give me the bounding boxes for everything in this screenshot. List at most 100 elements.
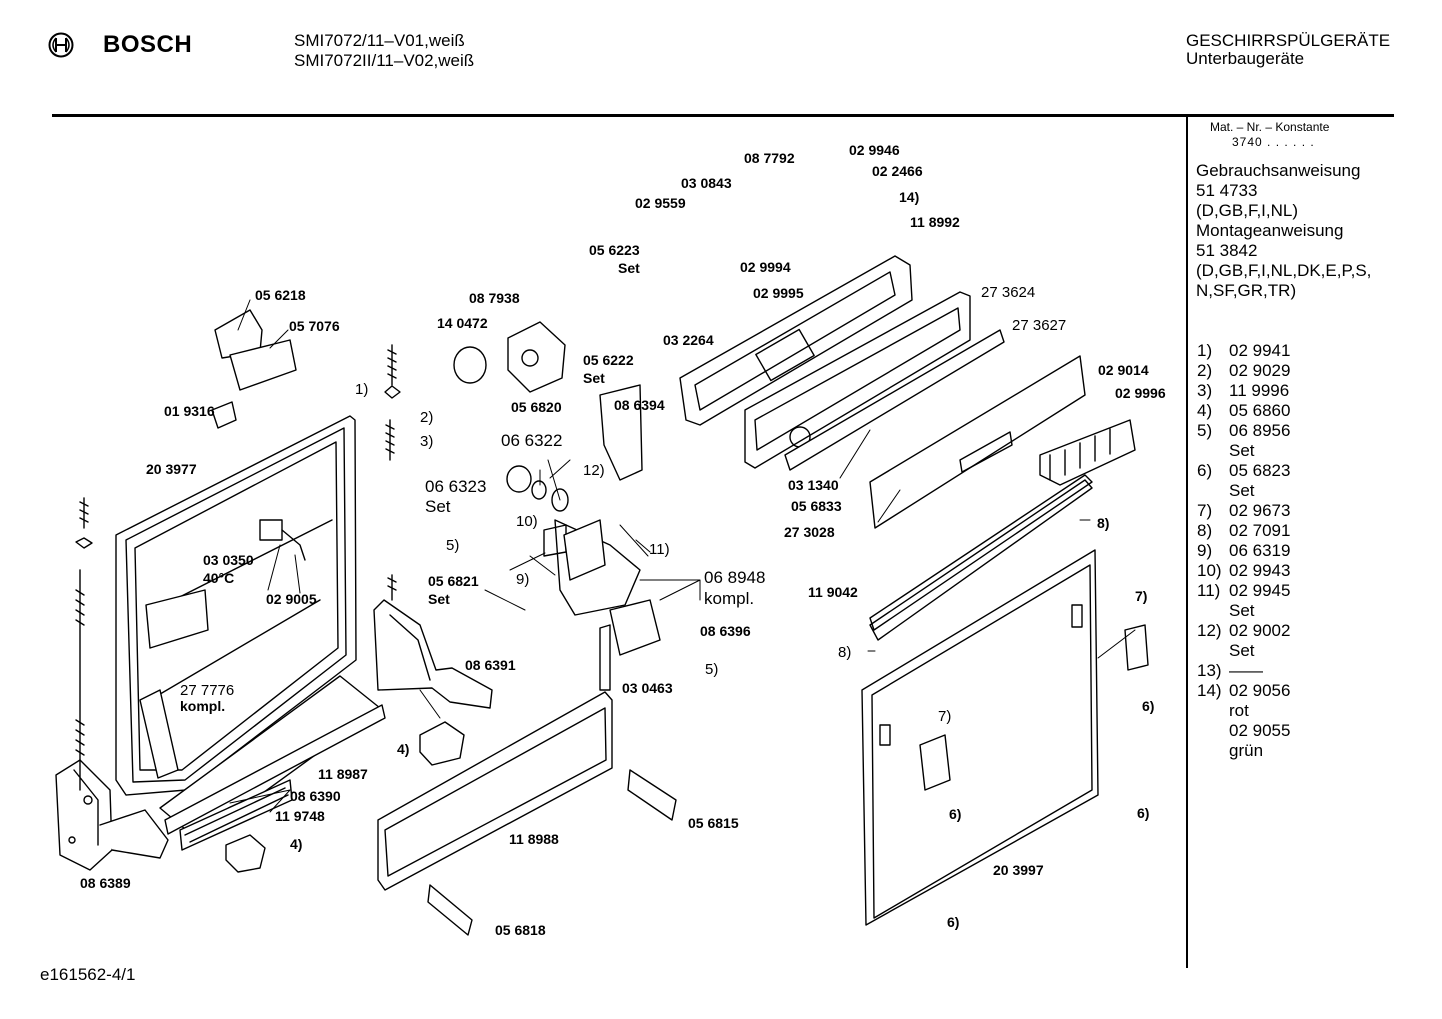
part-label: 05 6815: [688, 815, 739, 831]
part-label: 14 0472: [437, 315, 488, 331]
footnote-ref-label: 7): [938, 708, 952, 725]
bracket-part: [212, 310, 296, 428]
footnote-row: 3)11 9996: [1197, 381, 1290, 400]
part-label: 08 6394: [614, 397, 665, 413]
footnote-row: 7)02 9673: [1197, 501, 1291, 520]
footnote-ref-label: 8): [838, 644, 852, 661]
part-label: 01 9316: [164, 403, 215, 419]
part-label: 05 6818: [495, 922, 546, 938]
part-label: 08 7938: [469, 290, 520, 306]
part-label: 06 6323: [425, 477, 487, 496]
model-line-2: SMI7072II/11–V02,weiß: [294, 51, 475, 70]
part-label: 02 9995: [753, 285, 804, 301]
thermostat-part: [260, 520, 305, 560]
part-label: 05 6821: [428, 573, 479, 589]
part-label: 27 7776: [180, 682, 235, 699]
part-label: 05 6820: [511, 399, 562, 415]
part-label: 05 6223: [589, 242, 640, 258]
part-label: 11 9748: [275, 808, 325, 824]
footnote-row: 02 9055: [1229, 721, 1291, 740]
footnote-row: 6)05 6823: [1197, 461, 1291, 480]
part-label: 40°C: [203, 570, 235, 586]
part-label: 27 3627: [1012, 317, 1067, 334]
part-label: 27 3624: [981, 284, 1036, 301]
footnote-row: Set: [1229, 601, 1255, 620]
part-label: 05 7076: [289, 318, 340, 334]
part-label-suffix: kompl.: [180, 698, 226, 714]
exploded-parts-diagram: [0, 0, 1180, 1000]
front-panel-part: [870, 356, 1085, 528]
part-label: 06 6322: [501, 431, 563, 450]
brand-name: BOSCH: [103, 31, 193, 58]
docs-list: Gebrauchsanweisung 51 4733 (D,GB,F,I,NL)…: [1196, 161, 1371, 301]
part-label: 02 9996: [1115, 385, 1166, 401]
footnote-row: Set: [1229, 481, 1255, 500]
footnote-row: 11)02 9945: [1197, 581, 1291, 600]
footnote-ref-label: 7): [1135, 588, 1148, 604]
footnote-row: grün: [1229, 741, 1264, 760]
doc-line: (D,GB,F,I,NL): [1196, 201, 1299, 220]
timer-motor-part: [454, 322, 565, 392]
part-label: 05 6833: [791, 498, 842, 514]
footnote-ref-label: 4): [397, 741, 410, 757]
footnote-ref-label: 6): [1137, 805, 1150, 821]
footnote-row: 10)02 9943: [1197, 561, 1291, 580]
document-id: e161562-4/1: [40, 965, 136, 984]
part-label: 08 7792: [744, 150, 795, 166]
doc-line: 51 4733: [1196, 181, 1258, 200]
header-divider: [52, 114, 1394, 117]
part-label: 03 2264: [663, 332, 714, 348]
footnote-row: Set: [1229, 641, 1255, 660]
footnote-ref-label: 4): [290, 836, 303, 852]
footnote-row: rot: [1229, 701, 1249, 720]
switch-assembly-part: [507, 385, 660, 690]
part-label: 05 6222: [583, 352, 634, 368]
category-subtitle: Unterbaugeräte: [1186, 49, 1305, 68]
footnote-ref-label: 5): [705, 661, 719, 678]
footnote-ref-label: 6): [1142, 698, 1155, 714]
footnote-ref-label: 6): [949, 806, 962, 822]
part-label: 02 2466: [872, 163, 923, 179]
outer-door-panel-part: [862, 550, 1148, 925]
bracket-part: [428, 770, 676, 935]
part-label-suffix: Set: [425, 497, 451, 516]
footnote-ref-label: 11): [649, 541, 670, 558]
footnote-row: 13)——: [1197, 661, 1263, 680]
part-label: 20 3977: [146, 461, 197, 477]
footnote-row: 5)06 8956: [1197, 421, 1291, 440]
footnote-row: 2)02 9029: [1197, 361, 1291, 380]
footnote-row: 12)02 9002: [1197, 621, 1291, 640]
footnote-ref-label: 8): [1097, 515, 1110, 531]
part-label: 27 3028: [784, 524, 835, 540]
footnote-row: 9)06 6319: [1197, 541, 1291, 560]
doc-line: (D,GB,F,I,NL,DK,E,P,S,: [1196, 261, 1372, 280]
footnote-row: 14)02 9056: [1197, 681, 1291, 700]
part-label-suffix: kompl.: [704, 589, 755, 608]
plinth-panel-part: [378, 692, 612, 890]
door-handle-part: [870, 475, 1092, 640]
spring-part: [76, 498, 92, 760]
matnr-value: 3740 . . . . . .: [1232, 135, 1315, 149]
part-label: 05 6218: [255, 287, 306, 303]
part-label: 11 8992: [910, 214, 960, 230]
footnote-ref-label: 5): [446, 537, 460, 554]
part-label: 03 0843: [681, 175, 732, 191]
part-label: 11 9042: [808, 584, 858, 600]
doc-line: 51 3842: [1196, 241, 1258, 260]
part-label: 02 9559: [635, 195, 686, 211]
footnote-row: 1)02 9941: [1197, 341, 1291, 360]
part-label: 08 6391: [465, 657, 516, 673]
part-label: 03 0463: [622, 680, 673, 696]
part-label: 08 6390: [290, 788, 341, 804]
button-stack-part: [1040, 420, 1135, 485]
part-label: 03 1340: [788, 477, 839, 493]
footnote-list: 1)02 9941 2)02 9029 3)11 9996 4)05 6860 …: [1197, 341, 1290, 761]
footnote-row: 8)02 7091: [1197, 521, 1291, 540]
leader-lines: [228, 300, 1135, 812]
footnote-row: Set: [1229, 441, 1255, 460]
footnote-row: 4)05 6860: [1197, 401, 1291, 420]
footnote-ref-label: 14): [899, 189, 920, 205]
part-label: 06 8948: [704, 568, 766, 587]
footnote-ref-label: 10): [516, 513, 538, 530]
bosch-logo-icon: [48, 32, 74, 58]
